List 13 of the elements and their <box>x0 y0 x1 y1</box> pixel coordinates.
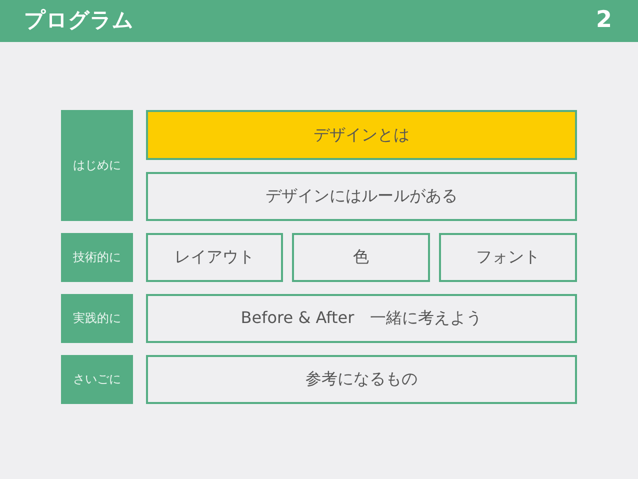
category-label: さいごに <box>61 355 133 404</box>
topic-card: デザインにはルールがある <box>146 172 577 221</box>
topic-card: レイアウト <box>146 233 283 282</box>
category-label: 技術的に <box>61 233 133 282</box>
topic-card: 色 <box>292 233 430 282</box>
category-label: 実践的に <box>61 294 133 343</box>
topic-card: フォント <box>439 233 577 282</box>
highlighted-topic-card: デザインとは <box>146 110 577 160</box>
page-number: 2 <box>596 6 612 34</box>
topic-card: Before & After 一緒に考えよう <box>146 294 577 343</box>
slide-title: プログラム <box>24 7 134 34</box>
topic-card: 参考になるもの <box>146 355 577 404</box>
category-label: はじめに <box>61 110 133 221</box>
